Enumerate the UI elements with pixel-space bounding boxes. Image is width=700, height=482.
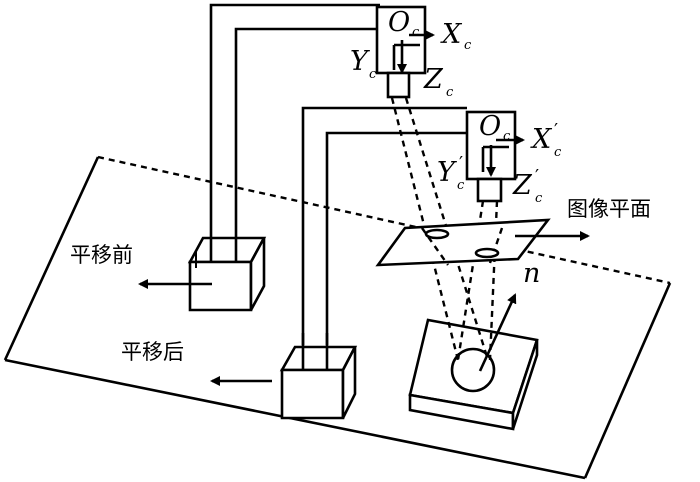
label-image-plane: 图像平面 [567,197,651,221]
camera-after [465,110,525,203]
cam2-origin-label: O [479,111,501,142]
cam1-z-axis-label: Z [423,64,444,95]
cam1-origin-label: O [388,7,410,38]
label-before-translation: 平移前 [70,243,133,267]
cam1-origin-sub: c [412,25,420,40]
robot-arm-after [301,106,467,345]
robot-arm-before [209,3,380,245]
box-before [187,236,267,312]
cam2-x-sub: c [554,145,562,160]
cam2-z-sub: c [535,191,543,206]
cam1-y-axis-label: Y [350,46,370,77]
image-plane [375,218,590,267]
cam1-z-sub: c [446,85,454,100]
camera-before [375,5,435,99]
cam2-x-prime: ′ [554,120,558,141]
cam1-x-axis-label: X [440,19,463,50]
cam2-y-prime: ′ [459,153,463,174]
cam2-y-sub: c [457,178,465,193]
cam1-x-sub: c [464,38,472,53]
cam1-y-sub: c [369,67,377,82]
cam2-z-axis-label: Z [512,170,533,201]
cam2-y-axis-label: Y [437,157,457,188]
label-after-translation: 平移后 [121,340,184,364]
cam2-origin-sub: c [503,129,511,144]
workpiece [408,318,539,431]
cam2-z-prime: ′ [535,166,539,187]
cam2-x-axis-label: X [530,124,553,155]
normal-vector-arrow [478,293,517,372]
normal-vector-label: n [523,258,540,289]
box-after [279,333,358,420]
